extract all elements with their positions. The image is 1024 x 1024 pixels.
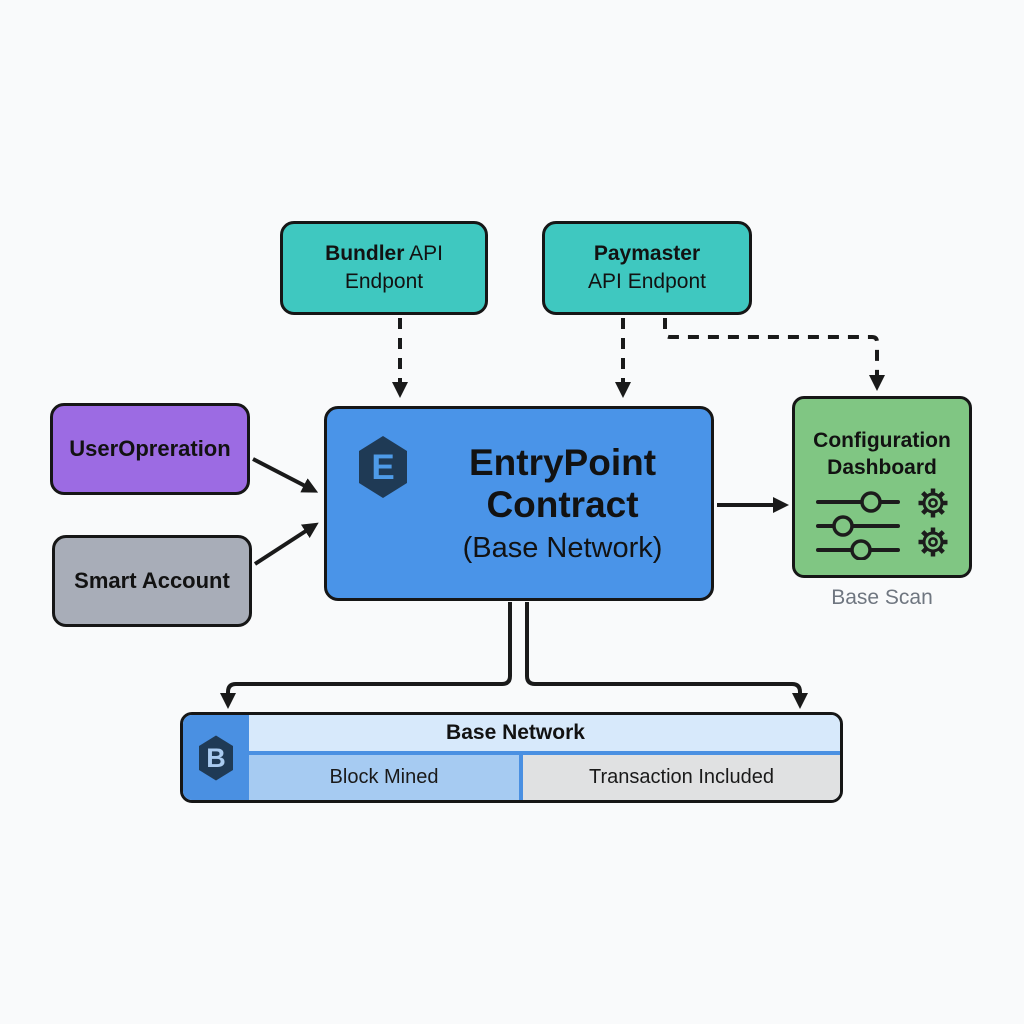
arrow-entrypoint-to-basenetwork-right: [525, 602, 808, 709]
node-user-operation: UserOpreration: [50, 403, 250, 495]
node-entrypoint-contract: E EntryPoint Contract (Base Network): [324, 406, 714, 601]
paymaster-label-line1: Paymaster: [593, 242, 701, 265]
gears-group: [914, 484, 952, 561]
entrypoint-hexagon-icon: E: [359, 436, 407, 498]
base-icon-letter: B: [206, 743, 226, 773]
node-configuration-dashboard: Configuration Dashboard: [792, 396, 972, 578]
sliders-icon: [816, 491, 900, 560]
bundler-label-line2: Endpont: [344, 270, 424, 293]
entrypoint-subtitle: (Base Network): [462, 532, 663, 564]
base-network-bar: B Base Network Block Mined Transaction I…: [180, 712, 843, 803]
dashboard-title-line1: Configuration: [813, 429, 951, 452]
block-mined-cell: Block Mined: [249, 755, 519, 800]
transaction-included-cell: Transaction Included: [523, 755, 840, 800]
user-operation-label: UserOpreration: [69, 436, 231, 461]
dashboard-icons: [795, 484, 969, 574]
bundler-label-rest: API: [404, 242, 443, 265]
entrypoint-title-line2: Contract: [486, 484, 639, 525]
arrow-smartaccount-to-entrypoint: [253, 522, 319, 566]
arrow-entrypoint-to-basenetwork-left: [220, 602, 512, 709]
node-bundler-api-endpoint: Bundler API Endpont: [280, 221, 488, 315]
base-network-title: Base Network: [249, 715, 840, 751]
base-hexagon-icon: B: [199, 735, 233, 780]
dashboard-title-line2: Dashboard: [827, 456, 937, 479]
base-network-divider: [249, 751, 840, 755]
smart-account-label: Smart Account: [74, 568, 230, 593]
entrypoint-icon-letter: E: [371, 448, 394, 487]
base-scan-caption: Base Scan: [831, 586, 933, 609]
arrow-paymaster-to-dashboard: [663, 318, 885, 391]
node-paymaster-api-endpoint: Paymaster API Endpont: [542, 221, 752, 315]
bundler-label-line1: Bundler API: [325, 240, 443, 268]
entrypoint-title-line1: EntryPoint: [468, 442, 657, 483]
base-network-icon-column: B: [183, 715, 249, 800]
base-network-row: Block Mined Transaction Included: [249, 755, 840, 800]
base-network-content: Base Network Block Mined Transaction Inc…: [249, 715, 840, 800]
bundler-label-bold: Bundler: [325, 242, 405, 265]
gear-icon: [918, 527, 948, 557]
gear-icon: [918, 488, 948, 518]
base-network-cell-divider: [519, 755, 523, 800]
paymaster-label-line2: API Endpont: [588, 270, 706, 293]
arrow-useroperation-to-entrypoint: [252, 457, 319, 493]
entrypoint-text-block: EntryPoint Contract (Base Network): [422, 409, 703, 598]
node-smart-account: Smart Account: [52, 535, 252, 627]
